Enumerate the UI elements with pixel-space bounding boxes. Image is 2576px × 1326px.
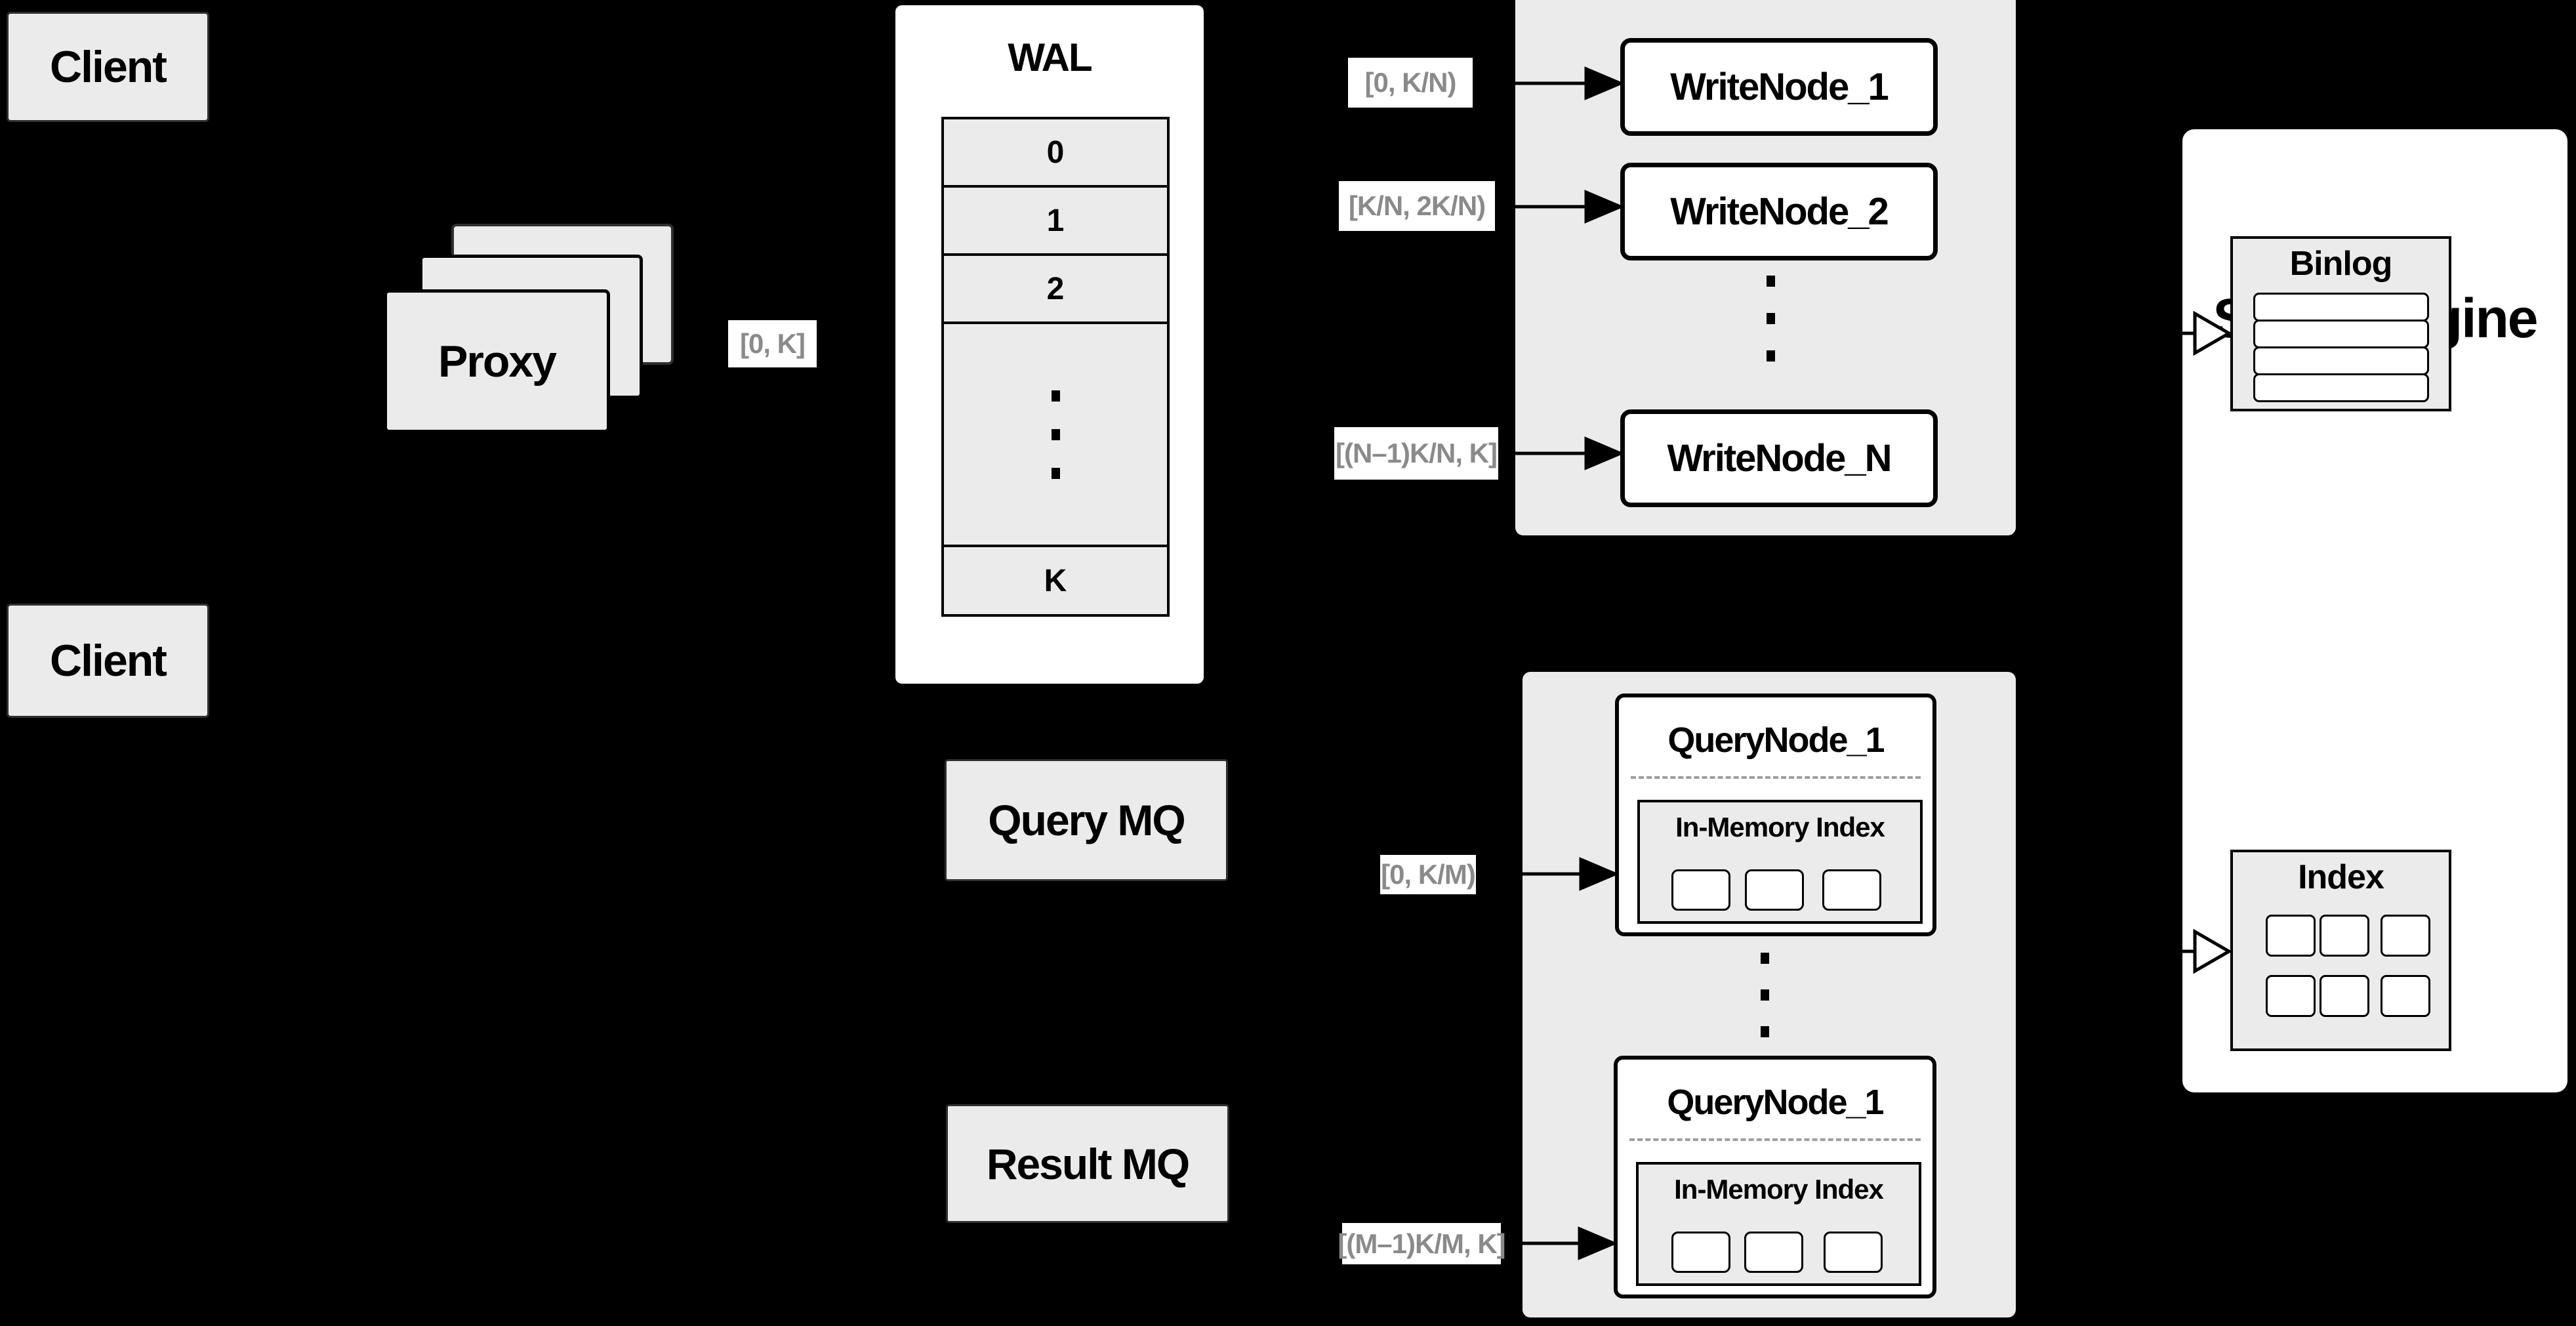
ellipsis-dot — [1767, 276, 1775, 287]
binlog-row — [2253, 373, 2429, 402]
wal-row-0: 0 — [941, 117, 1170, 188]
write-node-1: WriteNode_1 — [1620, 38, 1938, 136]
query-nodes-ellipsis — [1761, 953, 1769, 1037]
query-node-1: QueryNode_1 In-Memory Index — [1615, 694, 1936, 936]
query-node-2: QueryNode_1 In-Memory Index — [1614, 1056, 1936, 1298]
ellipsis-dot — [1761, 953, 1769, 964]
binlog-row — [2253, 293, 2429, 321]
index-segment — [2381, 975, 2430, 1017]
client-box-top: Client — [7, 12, 209, 122]
index-segment — [1824, 1232, 1883, 1273]
in-memory-index-2-title: In-Memory Index — [1674, 1174, 1884, 1205]
ellipsis-dot — [1051, 428, 1060, 440]
binlog-row — [2253, 320, 2429, 348]
index-segment — [1671, 869, 1730, 911]
ellipsis-dot — [1051, 467, 1060, 479]
range-label-querynode-2: [(M–1)K/M, K] — [1338, 1223, 1506, 1264]
index-segment — [1671, 1232, 1730, 1273]
range-label-proxy-out: [0, K] — [728, 320, 817, 367]
index-segment — [2381, 915, 2430, 957]
index-segment — [2320, 915, 2369, 957]
write-node-1-label: WriteNode_1 — [1670, 66, 1889, 108]
index-segment — [1745, 869, 1804, 911]
range-label-writenode-n: [(N–1)K/N, K] — [1334, 427, 1498, 480]
write-nodes-ellipsis — [1767, 276, 1775, 362]
proxy-box-front: Proxy — [384, 289, 610, 433]
query-mq-label: Query MQ — [988, 796, 1185, 844]
arrowhead-querynode-2 — [1578, 1226, 1618, 1260]
hollow-arrowhead-binlog — [2193, 310, 2233, 356]
write-node-n-label: WriteNode_N — [1667, 437, 1892, 480]
index-segment — [2320, 975, 2369, 1017]
ellipsis-dot — [1767, 350, 1775, 362]
client-box-bottom: Client — [7, 604, 209, 718]
write-node-n: WriteNode_N — [1620, 409, 1938, 507]
ellipsis-dot — [1761, 1026, 1769, 1037]
query-mq-box: Query MQ — [945, 759, 1228, 881]
ellipsis-dot — [1051, 390, 1060, 402]
arrowhead-writenode-n — [1584, 436, 1625, 470]
wal-row-ellipsis — [941, 321, 1170, 547]
query-node-1-title: QueryNode_1 — [1667, 720, 1885, 760]
write-node-2-label: WriteNode_2 — [1670, 190, 1889, 233]
wal-title: WAL — [1008, 35, 1092, 79]
query-node-2-title: QueryNode_1 — [1667, 1083, 1884, 1122]
index-segment — [1744, 1232, 1803, 1273]
ellipsis-dot — [1767, 313, 1775, 324]
client-bottom-label: Client — [50, 636, 167, 686]
arrowhead-writenode-1 — [1584, 66, 1625, 100]
binlog-title: Binlog — [2289, 245, 2393, 283]
index-segment — [1822, 869, 1881, 911]
in-memory-index-2: In-Memory Index — [1636, 1162, 1921, 1286]
write-node-2: WriteNode_2 — [1620, 163, 1938, 260]
wal-row-k: K — [941, 545, 1170, 617]
hollow-arrowhead-index — [2193, 928, 2233, 974]
ellipsis-dot — [1761, 989, 1769, 1001]
wal-row-2: 2 — [941, 253, 1170, 324]
wal-row-1: 1 — [941, 185, 1170, 256]
arrowhead-querynode-1 — [1579, 857, 1620, 891]
range-label-writenode-2: [K/N, 2K/N) — [1339, 181, 1495, 231]
query-node-2-divider — [1629, 1138, 1921, 1141]
wal-table: 0 1 2 K — [941, 117, 1170, 617]
in-memory-index-1: In-Memory Index — [1637, 800, 1923, 924]
range-label-querynode-1: [0, K/M) — [1380, 855, 1476, 894]
binlog-rows — [2233, 293, 2449, 402]
query-node-1-divider — [1631, 776, 1921, 779]
in-memory-index-1-title: In-Memory Index — [1675, 812, 1885, 842]
result-mq-box: Result MQ — [946, 1104, 1229, 1223]
index-segment — [2266, 975, 2316, 1017]
proxy-label: Proxy — [438, 336, 557, 386]
arrowhead-writenode-2 — [1584, 190, 1625, 224]
binlog-row — [2253, 346, 2429, 375]
result-mq-label: Result MQ — [986, 1139, 1190, 1188]
binlog-box: Binlog — [2230, 236, 2451, 411]
index-segment — [2266, 915, 2316, 957]
range-label-writenode-1: [0, K/N) — [1348, 58, 1473, 108]
client-top-label: Client — [50, 42, 167, 92]
index-box: Index — [2230, 850, 2451, 1051]
index-title: Index — [2298, 858, 2384, 896]
